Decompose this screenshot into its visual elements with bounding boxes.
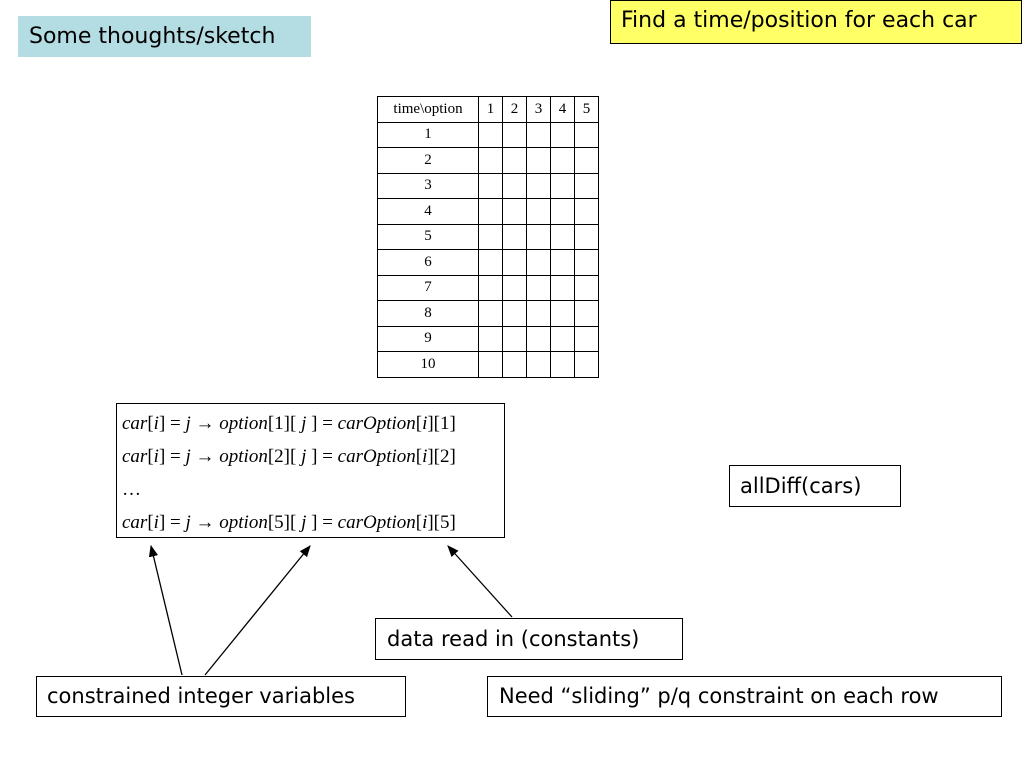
grid-row: 1: [377, 121, 599, 148]
grid-cell: [502, 300, 527, 327]
eq-term: [: [147, 512, 154, 533]
eq-term: [5][: [267, 512, 302, 533]
grid-row-label: 1: [377, 121, 479, 148]
equation-ellipsis: …: [122, 479, 141, 500]
grid-cell: [574, 325, 599, 352]
grid-row: 10: [377, 351, 599, 378]
eq-term: ] =: [158, 413, 186, 434]
grid-cell: [574, 198, 599, 225]
grid-cell: [550, 325, 575, 352]
eq-term: →: [190, 512, 220, 533]
grid-row: 3: [377, 172, 599, 199]
eq-term: i: [422, 446, 428, 467]
eq-term: car: [122, 446, 148, 467]
grid-cell: [574, 351, 599, 378]
equation-line-3: car[i] = j → option[5][ j ] = carOption[…: [122, 506, 504, 539]
grid-cell: [502, 325, 527, 352]
eq-term: ] =: [158, 446, 186, 467]
grid-cell: [502, 172, 527, 199]
eq-term: j: [185, 512, 191, 533]
grid-row: 8: [377, 300, 599, 327]
eq-term: [1][: [267, 413, 302, 434]
eq-term: carOption: [337, 446, 416, 467]
eq-term: ] =: [306, 413, 338, 434]
eq-term: [: [147, 446, 154, 467]
eq-term: carOption: [337, 413, 416, 434]
eq-term: car: [122, 512, 148, 533]
constraint-equations: car[i] = j → option[1][ j ] = carOption[…: [116, 403, 505, 538]
eq-term: i: [153, 512, 159, 533]
eq-term: [: [147, 413, 154, 434]
arrow-to-caroption-constant: [447, 545, 513, 618]
eq-term: j: [301, 413, 307, 434]
eq-term: →: [190, 446, 220, 467]
eq-term: i: [153, 446, 159, 467]
eq-term: j: [301, 446, 307, 467]
alldiff-constraint-box: allDiff(cars): [729, 465, 901, 507]
goal-callout: Find a time/position for each car: [610, 0, 1022, 44]
eq-term: ] =: [158, 512, 186, 533]
grid-cell: [526, 249, 551, 276]
grid-cell: [550, 223, 575, 250]
eq-term: ][1]: [427, 413, 456, 434]
eq-term: →: [190, 413, 220, 434]
sliding-constraint-label: Need “sliding” p/q constraint on each ro…: [487, 676, 1002, 717]
grid-cell: [574, 172, 599, 199]
grid-cell: [550, 351, 575, 378]
arrow-to-car-variable: [148, 544, 183, 676]
eq-term: ] =: [306, 446, 338, 467]
arrow-to-option-variable: [204, 545, 311, 676]
eq-term: option: [219, 446, 268, 467]
grid-row-label: 2: [377, 147, 479, 174]
grid-row-label: 10: [377, 351, 479, 378]
slide-title: Some thoughts/sketch: [18, 16, 311, 57]
grid-cell: [526, 121, 551, 148]
grid-cell: [478, 351, 503, 378]
eq-term: ][5]: [427, 512, 456, 533]
eq-term: j: [185, 413, 191, 434]
grid-col-header: 4: [550, 96, 575, 123]
eq-term: j: [185, 446, 191, 467]
eq-term: i: [422, 512, 428, 533]
eq-term: ] =: [306, 512, 338, 533]
eq-term: option: [219, 413, 268, 434]
equation-line-1: car[i] = j → option[1][ j ] = carOption[…: [122, 407, 504, 440]
data-read-in-label: data read in (constants): [375, 618, 683, 660]
grid-row-label: 8: [377, 300, 479, 327]
eq-term: [: [415, 512, 423, 533]
eq-term: i: [422, 413, 428, 434]
eq-term: carOption: [337, 512, 416, 533]
eq-term: ][2]: [427, 446, 456, 467]
eq-term: [: [415, 446, 423, 467]
grid-row: 6: [377, 249, 599, 276]
equation-line-2: car[i] = j → option[2][ j ] = carOption[…: [122, 440, 504, 473]
grid-cell: [478, 325, 503, 352]
eq-term: option: [219, 512, 268, 533]
eq-term: [2][: [267, 446, 302, 467]
eq-term: [: [415, 413, 423, 434]
grid-row: 4: [377, 198, 599, 225]
constrained-variables-label: constrained integer variables: [36, 676, 406, 717]
grid-cell: [502, 147, 527, 174]
grid-row: 9: [377, 325, 599, 352]
grid-cell: [526, 198, 551, 225]
eq-term: i: [153, 413, 159, 434]
eq-term: j: [301, 512, 307, 533]
grid-cell: [550, 300, 575, 327]
eq-term: car: [122, 413, 148, 434]
